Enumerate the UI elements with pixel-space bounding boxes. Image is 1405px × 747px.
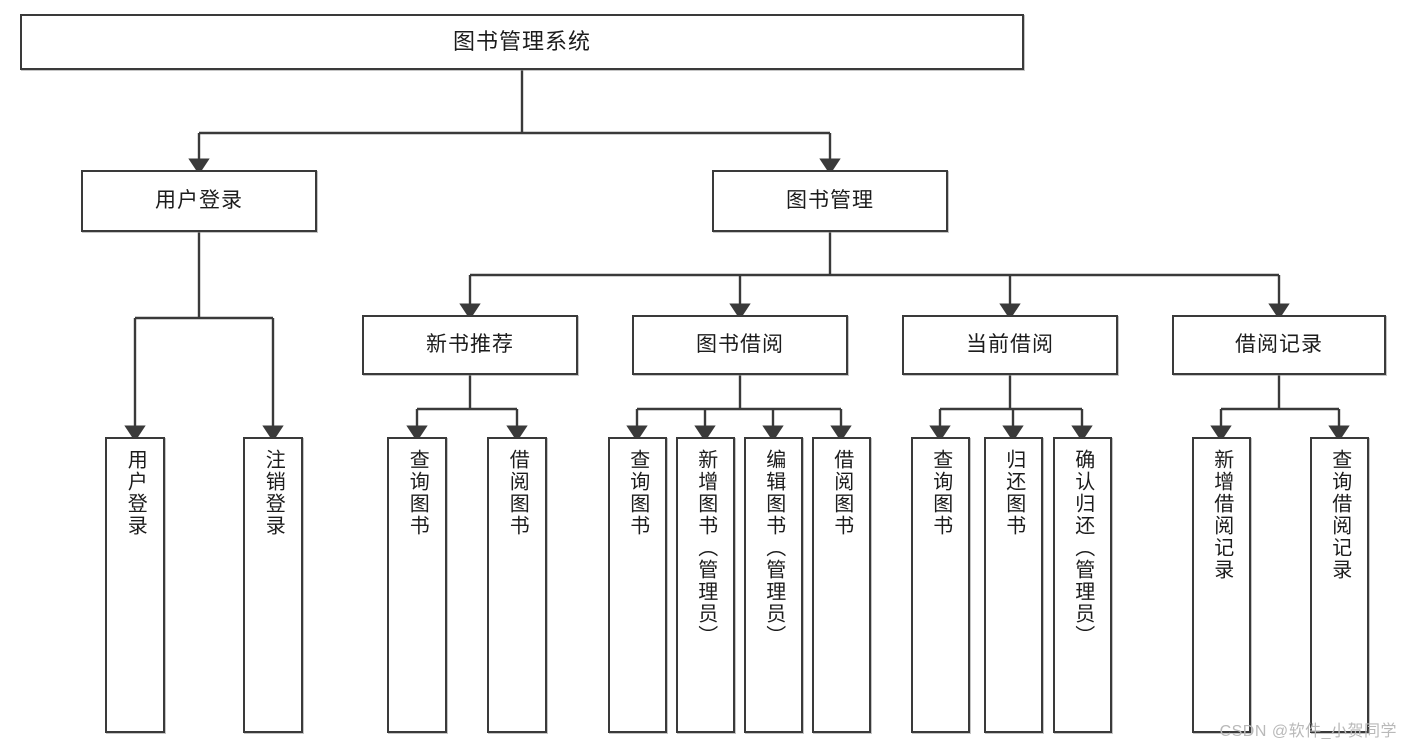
node-new-book-recommend[interactable]: 新书推荐: [362, 315, 578, 375]
node-leaf-borrow-book-1-label: 借阅图书: [506, 449, 529, 537]
node-leaf-query-book-3-label: 查询图书: [929, 449, 952, 537]
node-leaf-query-borrow-rec-label: 查询借阅记录: [1328, 449, 1351, 581]
node-leaf-borrow-book-1[interactable]: 借阅图书: [487, 437, 547, 733]
node-leaf-return-book-label: 归还图书: [1002, 449, 1025, 537]
node-leaf-add-book-admin[interactable]: 新增图书（管理员）: [676, 437, 735, 733]
node-root[interactable]: 图书管理系统: [20, 14, 1024, 70]
node-leaf-user-login[interactable]: 用户登录: [105, 437, 165, 733]
node-leaf-edit-book-admin[interactable]: 编辑图书（管理员）: [744, 437, 803, 733]
node-leaf-add-borrow-rec-label: 新增借阅记录: [1210, 449, 1233, 581]
node-leaf-confirm-return-label: 确认归还（管理员）: [1071, 449, 1094, 647]
node-user-login-label: 用户登录: [155, 188, 243, 212]
node-borrow-record[interactable]: 借阅记录: [1172, 315, 1386, 375]
node-leaf-query-borrow-rec[interactable]: 查询借阅记录: [1310, 437, 1369, 733]
node-leaf-logout[interactable]: 注销登录: [243, 437, 303, 733]
node-leaf-return-book[interactable]: 归还图书: [984, 437, 1043, 733]
node-leaf-query-book-2[interactable]: 查询图书: [608, 437, 667, 733]
node-leaf-logout-label: 注销登录: [262, 449, 285, 537]
node-leaf-query-book-2-label: 查询图书: [626, 449, 649, 537]
node-leaf-confirm-return[interactable]: 确认归还（管理员）: [1053, 437, 1112, 733]
node-leaf-query-book-3[interactable]: 查询图书: [911, 437, 970, 733]
node-leaf-add-borrow-rec[interactable]: 新增借阅记录: [1192, 437, 1251, 733]
node-current-borrow[interactable]: 当前借阅: [902, 315, 1118, 375]
node-leaf-user-login-label: 用户登录: [124, 449, 147, 537]
node-new-book-recommend-label: 新书推荐: [426, 332, 514, 356]
watermark-text: CSDN @软件_小贺同学: [1219, 723, 1397, 740]
node-leaf-borrow-book-2[interactable]: 借阅图书: [812, 437, 871, 733]
node-book-borrow[interactable]: 图书借阅: [632, 315, 848, 375]
node-book-borrow-label: 图书借阅: [696, 332, 784, 356]
node-leaf-add-book-admin-label: 新增图书（管理员）: [694, 449, 717, 647]
node-leaf-edit-book-admin-label: 编辑图书（管理员）: [762, 449, 785, 647]
node-current-borrow-label: 当前借阅: [966, 332, 1054, 356]
node-leaf-query-book-1-label: 查询图书: [406, 449, 429, 537]
node-book-manage[interactable]: 图书管理: [712, 170, 948, 232]
node-borrow-record-label: 借阅记录: [1235, 332, 1323, 356]
node-root-label: 图书管理系统: [452, 29, 591, 55]
node-leaf-borrow-book-2-label: 借阅图书: [830, 449, 853, 537]
node-user-login[interactable]: 用户登录: [81, 170, 317, 232]
node-book-manage-label: 图书管理: [786, 188, 874, 212]
node-leaf-query-book-1[interactable]: 查询图书: [387, 437, 447, 733]
